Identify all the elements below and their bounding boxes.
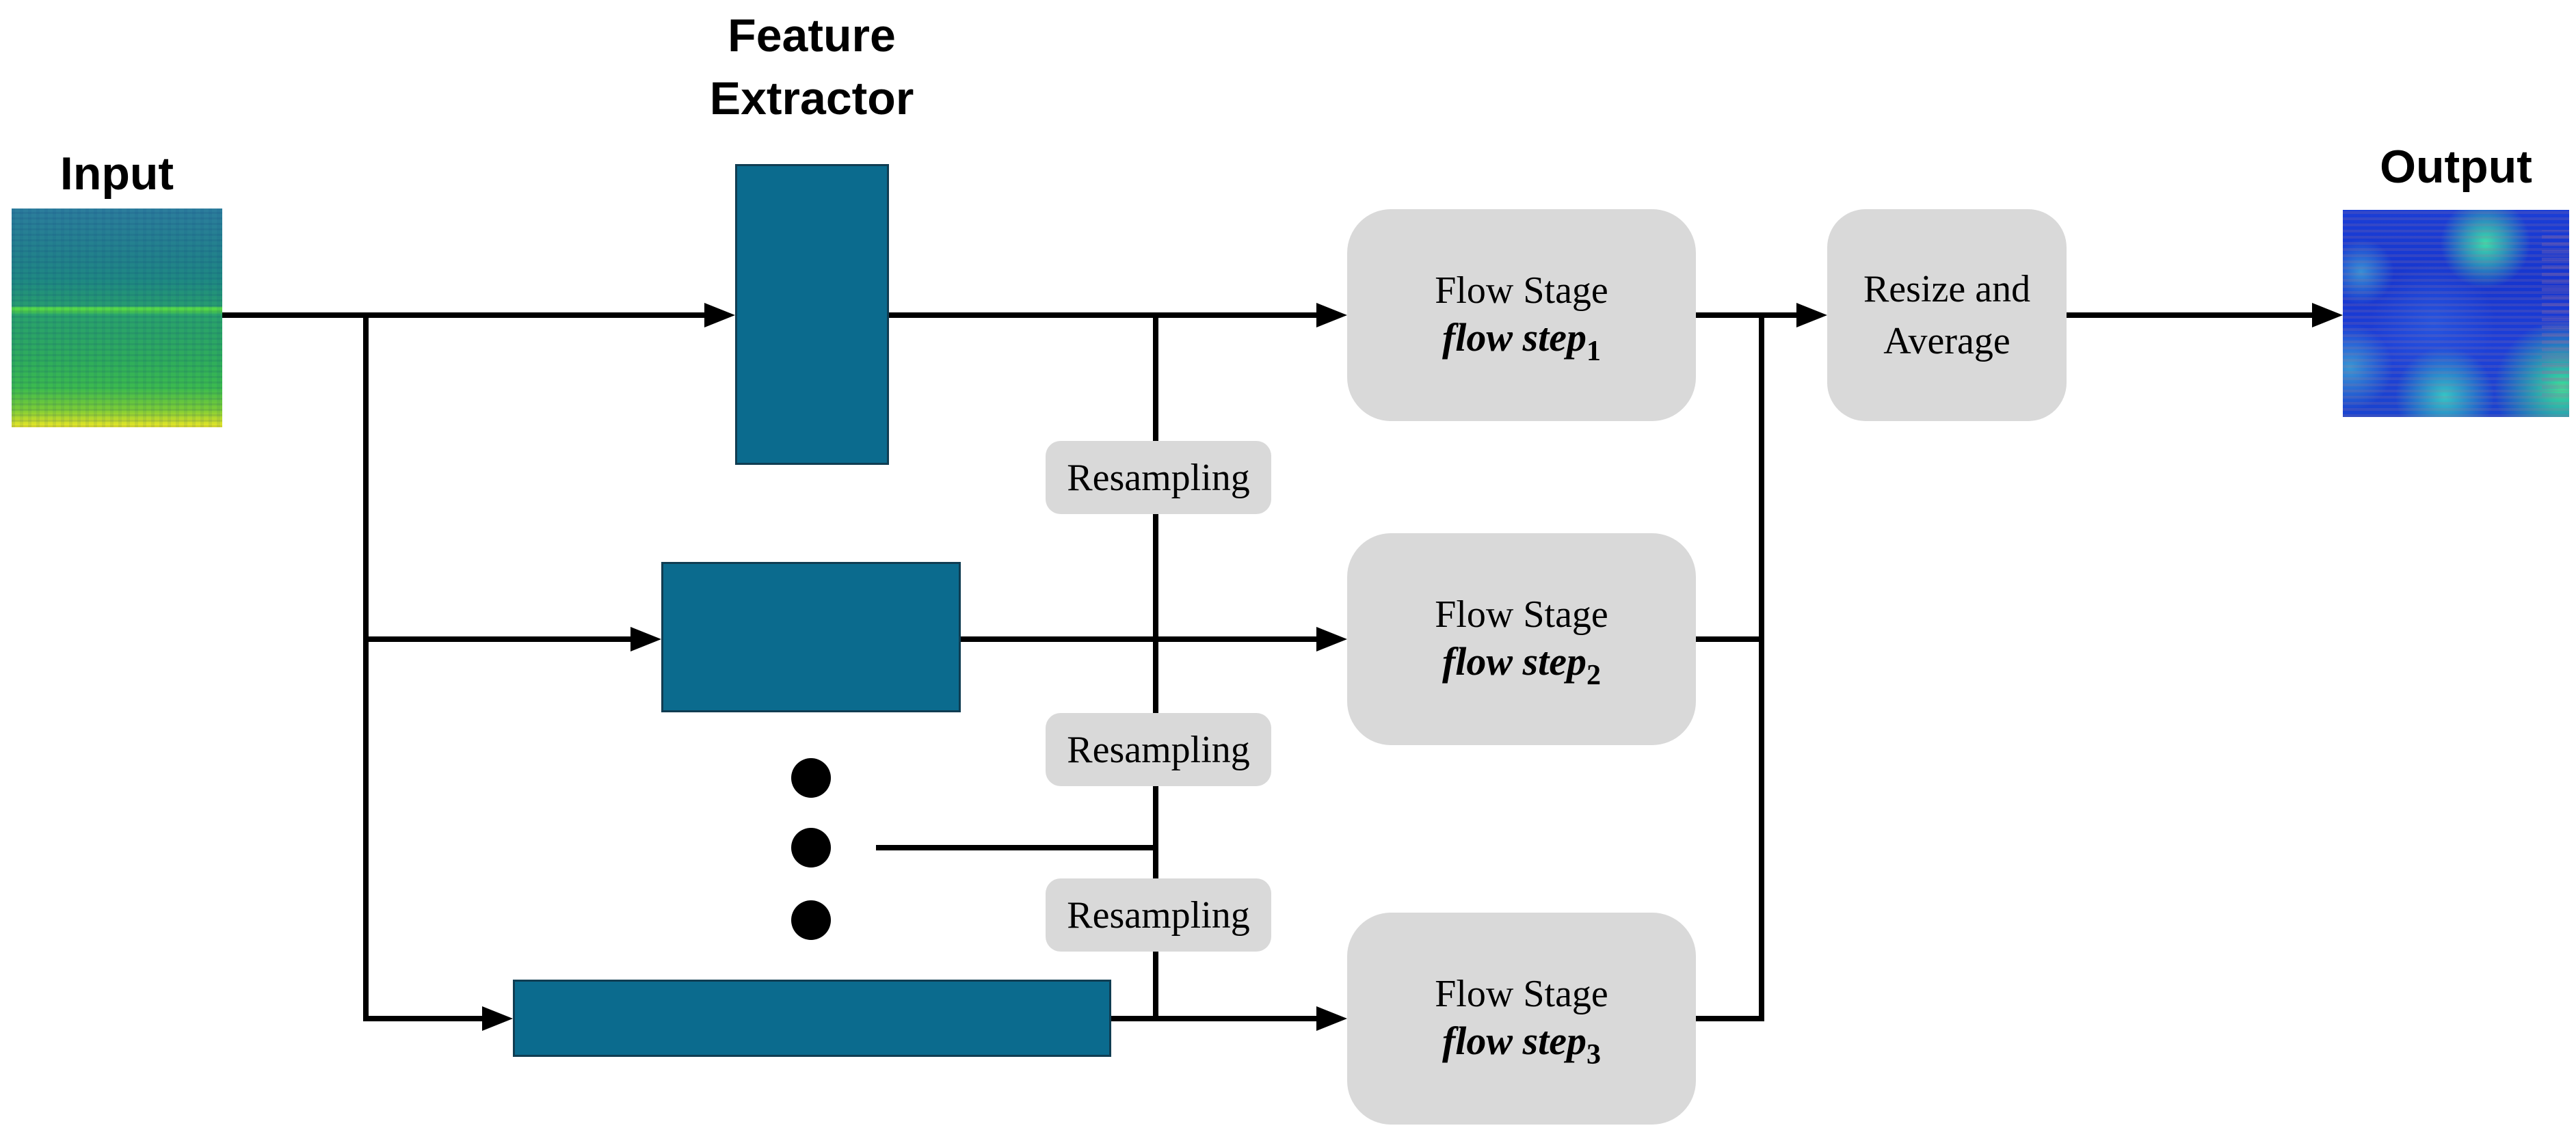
flow-step-label: flow step2 [1442, 637, 1601, 690]
flow-step-subscript: 3 [1586, 1039, 1602, 1071]
flow-step-label: flow step3 [1442, 1017, 1601, 1069]
resampling-box-3: Resampling [1046, 878, 1271, 952]
flow-stage-title: Flow Stage [1435, 269, 1608, 312]
feature-map-block-scale3 [513, 980, 1111, 1057]
arrowhead-icon [2312, 303, 2343, 327]
arrowhead-icon [1316, 627, 1347, 651]
flow-stage-title: Flow Stage [1435, 973, 1608, 1015]
arrowhead-icon [704, 303, 735, 327]
resize-average-line2: Average [1883, 320, 2010, 362]
resize-average-line1: Resize and [1863, 268, 2031, 310]
input-label: Input [59, 148, 174, 200]
resampling-box-2: Resampling [1046, 713, 1271, 786]
feature-map-block-scale2 [661, 562, 961, 712]
flow-step-label: flow step1 [1442, 313, 1601, 366]
flow-step-text: flow step [1442, 315, 1587, 360]
flow-stage-box-1: Flow Stage flow step1 [1347, 209, 1696, 421]
input-spectrogram-image [12, 209, 222, 427]
output-label: Output [2380, 141, 2532, 193]
resize-average-box: Resize and Average [1827, 209, 2067, 421]
ellipsis-dot [791, 758, 831, 798]
arrowhead-icon [1316, 303, 1347, 327]
arrowhead-icon [482, 1006, 513, 1031]
arrowhead-icon [1796, 303, 1827, 327]
output-heatmap-image [2343, 210, 2569, 417]
flow-stage-box-3: Flow Stage flow step3 [1347, 913, 1696, 1125]
feature-extractor-label-line1: Feature [728, 10, 896, 62]
feature-map-block-scale1 [735, 164, 889, 465]
ellipsis-dot [791, 828, 831, 868]
flow-step-subscript: 2 [1586, 660, 1602, 691]
flow-step-subscript: 1 [1586, 336, 1602, 367]
flow-stage-box-2: Flow Stage flow step2 [1347, 533, 1696, 745]
flow-stage-title: Flow Stage [1435, 593, 1608, 636]
ellipsis-dot [791, 900, 831, 940]
feature-extractor-label: Feature Extractor [692, 4, 931, 130]
arrowhead-icon [630, 627, 661, 651]
resampling-box-1: Resampling [1046, 441, 1271, 514]
feature-extractor-label-line2: Extractor [709, 72, 914, 124]
arrowhead-icon [1316, 1006, 1347, 1031]
flow-step-text: flow step [1442, 639, 1587, 684]
flow-step-text: flow step [1442, 1019, 1587, 1063]
